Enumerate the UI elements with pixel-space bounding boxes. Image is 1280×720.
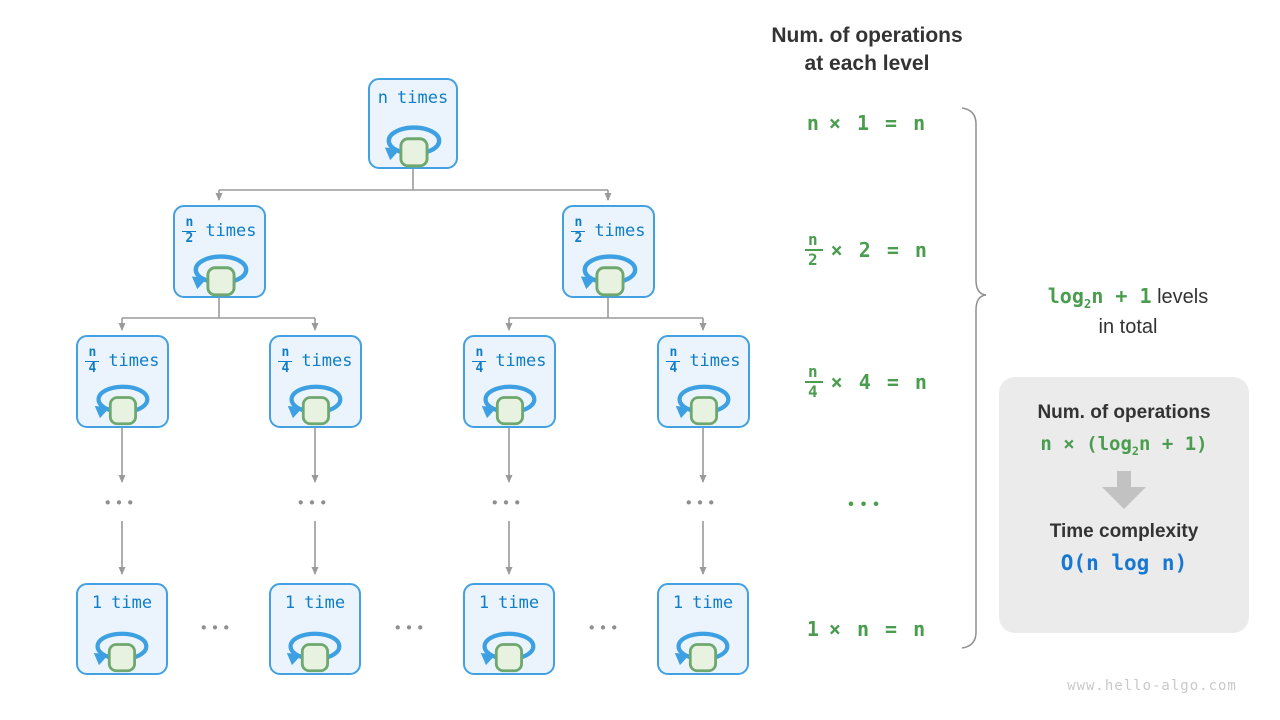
loop-icon [285,383,347,428]
node-word: time [111,593,153,613]
loop-icon [91,630,153,675]
tree-node-l4-1: 1 time [76,583,168,675]
node-count: 1 [672,593,684,613]
brace [961,107,987,649]
node-word: time [692,593,734,613]
watermark: www.hello-algo.com [1067,678,1237,694]
summary-ops-title: Num. of operations [1037,402,1211,423]
tree-node-l4-4: 1 time [657,583,749,675]
node-label: 1 time [78,594,166,613]
equation-ellipsis: ••• [848,496,886,513]
loop-icon [479,383,541,428]
tree-node-l4-2: 1 time [269,583,361,675]
loop-icon [382,124,444,169]
levels-formula: log2n + 1 [1047,284,1152,311]
summary-ops-formula: n × (log2n + 1) [1040,433,1208,458]
ellipsis: ••• [589,619,623,637]
summary-complexity-formula: O(n log n) [1060,550,1188,575]
ellipsis: ••• [298,494,332,512]
loop-icon [672,630,734,675]
ellipsis: ••• [492,494,526,512]
node-count: 1 [478,593,490,613]
levels-total-note: log2n + 1 levels in total [1047,284,1209,338]
ellipsis: ••• [201,619,235,637]
equation-level-1: n × 1 = n [806,111,928,135]
node-word: times [689,351,741,372]
loop-icon [673,383,735,428]
loop-icon [189,253,251,298]
node-word: times [397,88,449,108]
node-word: times [594,221,646,242]
node-word: times [108,351,160,372]
loop-icon [578,253,640,298]
summary-complexity-title: Time complexity [1049,520,1199,542]
ellipsis: ••• [105,494,139,512]
equation-level-n: 1 × n = n [806,617,928,641]
node-word: times [495,351,547,372]
node-count: n [377,88,389,108]
down-arrow-icon [1102,470,1146,509]
ellipsis: ••• [395,619,429,637]
node-label: 1 time [659,594,747,613]
node-word: time [304,593,346,613]
node-count: 1 [284,593,296,613]
summary-box: Num. of operations n × (log2n + 1) Time … [999,377,1249,633]
node-word: times [205,221,257,242]
loop-icon [92,383,154,428]
loop-icon [478,630,540,675]
node-word: times [301,351,353,372]
right-panel-title: Num. of operations at each level [771,24,963,76]
ellipsis: ••• [686,494,720,512]
node-label: 1 time [465,594,553,613]
tree-node-l4-3: 1 time [463,583,555,675]
node-count: 1 [91,593,103,613]
node-word: time [498,593,540,613]
node-label: 1 time [271,594,359,613]
loop-icon [284,630,346,675]
